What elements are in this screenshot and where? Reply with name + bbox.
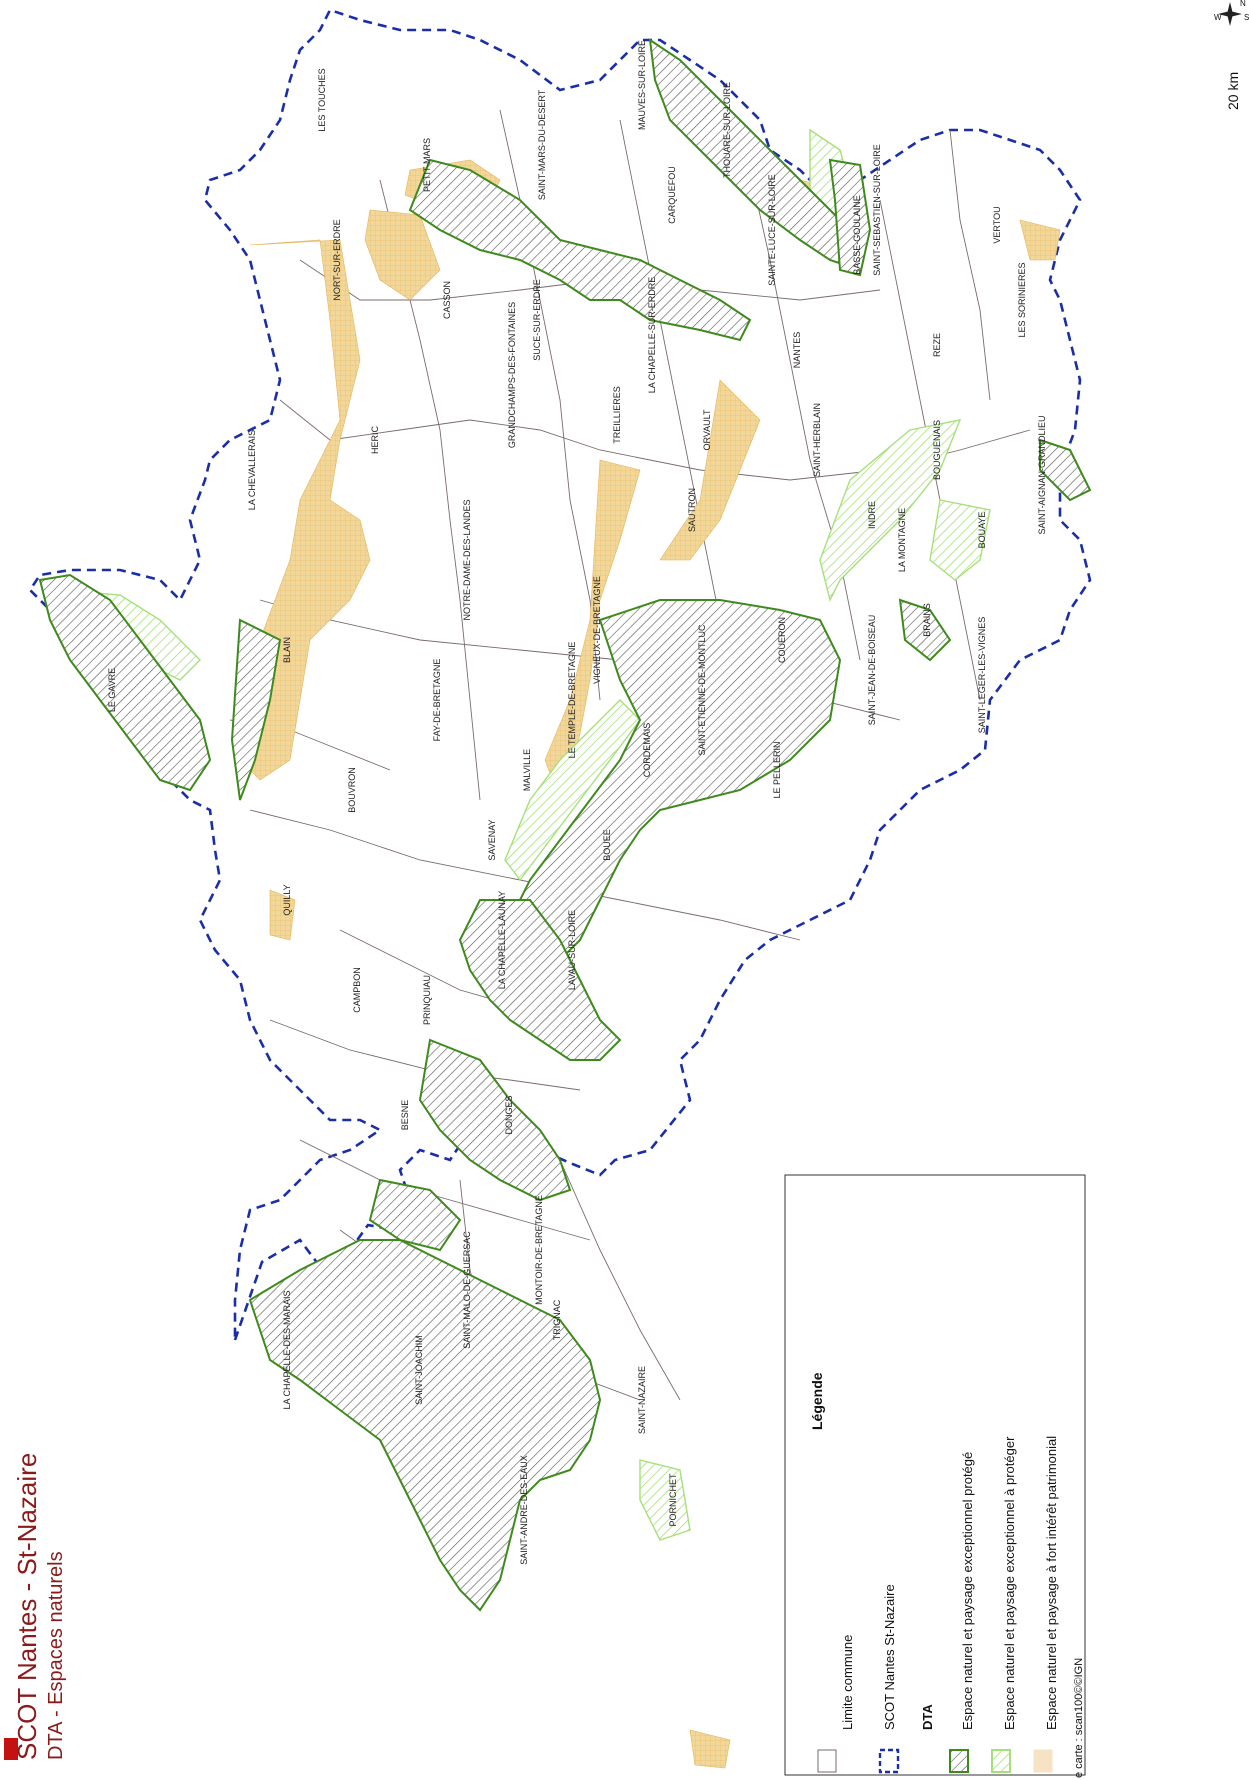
map-title: SCOT Nantes - St-Nazaire DTA - Espaces n… xyxy=(4,1453,67,1760)
commune-label: BASSE-GOULAINE xyxy=(852,195,862,275)
commune-label: SUCE-SUR-ERDRE xyxy=(532,279,542,361)
commune-label: SAUTRON xyxy=(687,488,697,532)
commune-label: QUILLY xyxy=(282,884,292,915)
scot-territory xyxy=(28,8,1092,1341)
commune-label: CARQUEFOU xyxy=(667,166,677,224)
commune-label: MAUVES-SUR-LOIRE xyxy=(637,40,647,130)
commune-label: LA CHAPELLE-DES-MARAIS xyxy=(282,1290,292,1409)
commune-label: FAY-DE-BRETAGNE xyxy=(432,659,442,742)
title-subtitle: DTA - Espaces naturels xyxy=(45,1551,67,1760)
commune-label: SAINT-ETIENNE-DE-MONTLUC xyxy=(697,624,707,756)
commune-label: LE TEMPLE-DE-BRETAGNE xyxy=(567,642,577,759)
commune-label: THOUARE-SUR-LOIRE xyxy=(722,82,732,178)
commune-label: DONGES xyxy=(504,1095,514,1134)
legend-panel: Légende Limite commune SCOT Nantes St-Na… xyxy=(784,1174,1086,1776)
scale-label: 20 km xyxy=(1225,72,1241,110)
commune-label: COUERON xyxy=(777,617,787,663)
compass-rose-icon: W N S xyxy=(1214,0,1249,26)
commune-label: SAINT-JOACHIM xyxy=(414,1335,424,1405)
commune-label: PETIT-MARS xyxy=(422,138,432,192)
commune-label: REZE xyxy=(932,333,942,357)
commune-labels: LES TOUCHES PETIT-MARS NORT-SUR-ERDRE MAUVE… xyxy=(107,40,1047,1565)
commune-label: PRINQUIAU xyxy=(422,975,432,1025)
legend-item-scot: SCOT Nantes St-Nazaire xyxy=(882,1584,897,1730)
commune-label: BOUVRON xyxy=(347,767,357,813)
compass-n: N xyxy=(1240,0,1246,8)
commune-label: TRIGNAC xyxy=(552,1299,562,1340)
commune-label: BOUEE xyxy=(602,829,612,861)
legend-item-a-proteger: Espace naturel et paysage exceptionnel à… xyxy=(1002,1436,1017,1730)
commune-label: LAVAU-SUR-LOIRE xyxy=(567,910,577,990)
compass-s: S xyxy=(1244,13,1249,22)
commune-label: SAVENAY xyxy=(487,819,497,860)
legend-item-protege: Espace naturel et paysage exceptionnel p… xyxy=(960,1452,975,1730)
commune-label: SAINT-LEGER-LES-VIGNES xyxy=(977,617,987,734)
commune-label: SAINT-AIGNAN-GRANDLIEU xyxy=(1037,415,1047,534)
commune-label: CORDEMAIS xyxy=(642,723,652,778)
commune-label: SAINT-MARS-DU-DESERT xyxy=(537,89,547,200)
commune-label: CAMPBON xyxy=(352,967,362,1013)
commune-label: MALVILLE xyxy=(522,749,532,791)
commune-label: VERTOU xyxy=(992,206,1002,243)
logo-marianne-icon xyxy=(4,1738,18,1760)
commune-label: GRANDCHAMPS-DES-FONTAINES xyxy=(507,302,517,448)
commune-label: HERIC xyxy=(370,426,380,455)
commune-label: VIGNEUX-DE-BRETAGNE xyxy=(592,576,602,684)
commune-label: LES TOUCHES xyxy=(317,68,327,131)
legend-swatch-patrimonial xyxy=(1033,1749,1053,1773)
commune-label: CASSON xyxy=(442,281,452,319)
commune-label: SAINT-SEBASTIEN-SUR-LOIRE xyxy=(872,144,882,276)
commune-label: SAINTE-LUCE-SUR-LOIRE xyxy=(767,174,777,286)
legend-dta-heading: DTA xyxy=(920,1704,935,1730)
commune-label: PORNICHET xyxy=(668,1473,678,1527)
commune-label: SAINT-NAZAIRE xyxy=(637,1366,647,1434)
commune-label: LA CHAPELLE-LAUNAY xyxy=(497,891,507,989)
title-main: SCOT Nantes - St-Nazaire xyxy=(12,1453,42,1760)
legend-swatch-a-proteger xyxy=(991,1749,1011,1773)
commune-label: BLAIN xyxy=(282,637,292,663)
commune-label: LA CHEVALLERAIS xyxy=(247,430,257,510)
commune-label: TREILLIERES xyxy=(612,386,622,444)
commune-label: LE PELLERIN xyxy=(772,741,782,798)
areas-protege xyxy=(38,37,1092,1612)
compass-w: W xyxy=(1214,13,1222,22)
commune-label: INDRE xyxy=(867,501,877,529)
legend-item-commune: Limite commune xyxy=(840,1635,855,1730)
legend-swatch-commune xyxy=(817,1749,837,1773)
commune-label: NANTES xyxy=(792,332,802,369)
commune-label: BRAINS xyxy=(922,603,932,637)
commune-label: MONTOIR-DE-BRETAGNE xyxy=(534,1195,544,1305)
commune-label: LE GAVRE xyxy=(107,668,117,712)
legend-swatch-protege xyxy=(949,1749,969,1773)
commune-label: BOUAYE xyxy=(977,512,987,549)
commune-label: SAINT-ANDRE-DES-EAUX xyxy=(519,1455,529,1565)
commune-label: ORVAULT xyxy=(702,409,712,451)
commune-label: NORT-SUR-ERDRE xyxy=(332,219,342,300)
commune-label: NOTRE-DAME-DES-LANDES xyxy=(462,499,472,620)
commune-label: SAINT-MALO-DE-GUERSAC xyxy=(462,1231,472,1349)
commune-label: LA MONTAGNE xyxy=(897,508,907,572)
source-credit: e carte : scan100©©IGN xyxy=(1073,1658,1085,1778)
commune-label: BESNE xyxy=(400,1100,410,1131)
commune-label: LA CHAPELLE-SUR-ERDRE xyxy=(647,277,657,394)
commune-label: BOUGUENAIS xyxy=(932,420,942,480)
legend-heading: Légende xyxy=(809,1372,825,1430)
legend-item-patrimonial: Espace naturel et paysage à fort intérêt… xyxy=(1044,1436,1059,1730)
commune-label: SAINT-JEAN-DE-BOISEAU xyxy=(867,615,877,726)
legend-swatch-scot xyxy=(878,1748,900,1774)
commune-label: SAINT-HERBLAIN xyxy=(812,403,822,477)
commune-label: LES SORINIERES xyxy=(1017,262,1027,337)
